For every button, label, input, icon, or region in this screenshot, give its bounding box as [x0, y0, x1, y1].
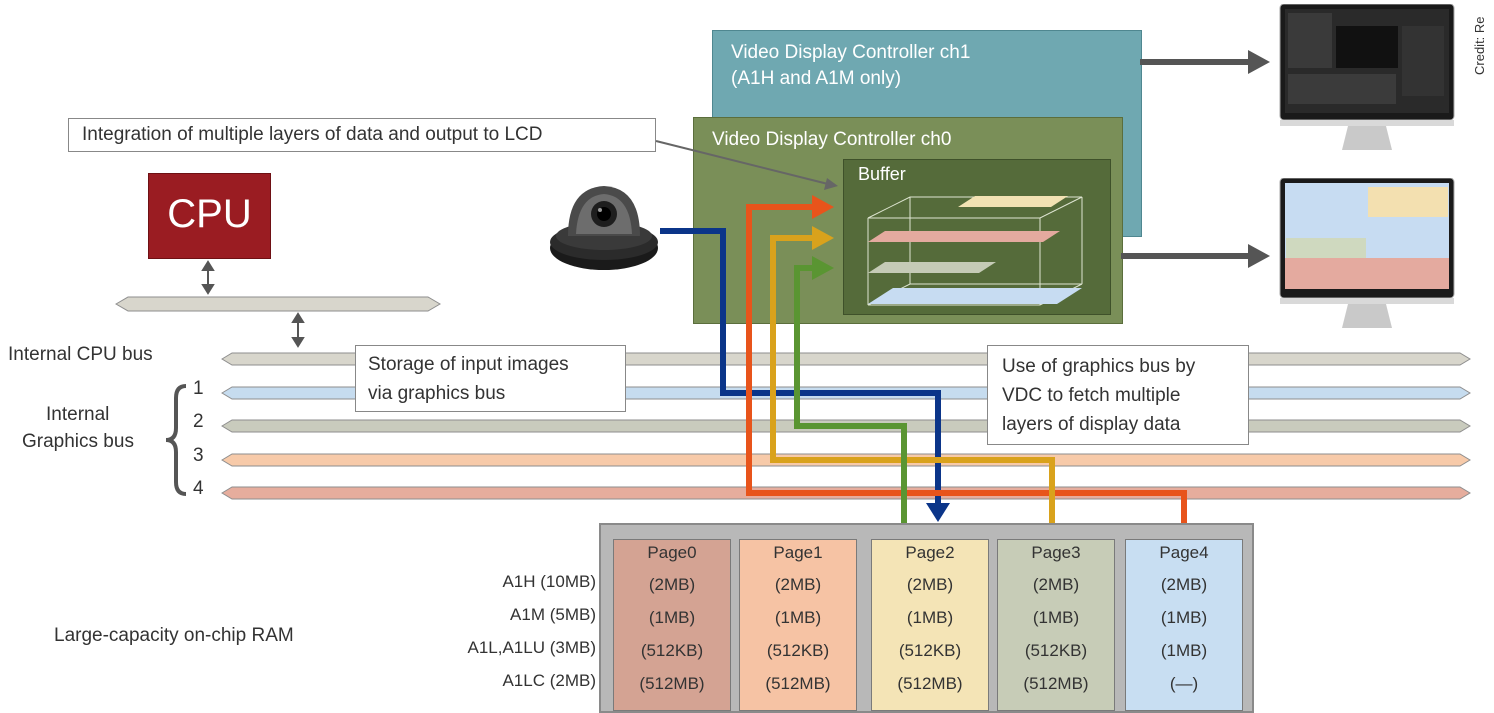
- page-name: Page4: [1159, 543, 1209, 562]
- page-cell: (2MB): [648, 575, 696, 594]
- page-cell: (512KB): [1024, 641, 1088, 660]
- page3-column: Page3 (2MB) (1MB) (512KB) (512MB): [997, 539, 1115, 711]
- page-cell: (2MB): [1032, 575, 1080, 594]
- bus-number-3: 3: [193, 445, 204, 466]
- cpu-bus-label: Internal CPU bus: [8, 344, 153, 365]
- buffer: Buffer: [843, 159, 1111, 315]
- page-name: Page0: [647, 543, 697, 562]
- cpu-local-bus: [115, 296, 441, 312]
- page2-column: Page2 (2MB) (1MB) (512KB) (512MB): [871, 539, 989, 711]
- page0-column: Page0 (2MB) (1MB) (512KB) (512MB): [613, 539, 731, 711]
- monitor-ch0-icon: [1279, 178, 1455, 328]
- page-cell: (512KB): [766, 641, 830, 660]
- page-cell: (2MB): [1160, 575, 1208, 594]
- graphics-bus-label-line1: Internal: [46, 404, 110, 425]
- page-cell: (1MB): [1160, 608, 1208, 627]
- on-chip-ram: Page0 (2MB) (1MB) (512KB) (512MB) Page1 …: [599, 523, 1254, 713]
- vdc-fetch-callout-line1: Use of graphics bus by: [1002, 356, 1196, 377]
- bus-number-1: 1: [193, 378, 204, 399]
- ram-row-a1h: A1H (10MB): [502, 572, 596, 591]
- page-cell: (1MB): [648, 608, 696, 627]
- cpu-label: CPU: [167, 192, 252, 236]
- image-credit: Credit: Re: [1468, 0, 1494, 80]
- buffer-title: Buffer: [858, 164, 906, 184]
- storage-callout-line1: Storage of input images: [368, 354, 569, 375]
- bus-number-2: 2: [193, 411, 204, 432]
- credit-text: Credit: Re: [1472, 16, 1487, 75]
- monitor-ch1-icon: [1279, 4, 1455, 150]
- vdc-ch1-subtitle: (A1H and A1M only): [731, 68, 902, 89]
- page-cell: (512MB): [765, 674, 831, 693]
- cpu-bus-arrow: [201, 260, 305, 348]
- page-cell: (2MB): [774, 575, 822, 594]
- page-cell: (1MB): [906, 608, 954, 627]
- vdc-fetch-callout-line3: layers of display data: [1002, 414, 1181, 435]
- storage-callout-line2: via graphics bus: [368, 383, 506, 404]
- page-cell: (1MB): [1032, 608, 1080, 627]
- page-cell: (2MB): [906, 575, 954, 594]
- ram-row-labels: A1H (10MB) A1M (5MB) A1L,A1LU (3MB) A1LC…: [390, 572, 597, 712]
- ram-label: Large-capacity on-chip RAM: [54, 625, 294, 646]
- cpu-block: CPU: [148, 173, 271, 259]
- page-cell: (512MB): [1023, 674, 1089, 693]
- page-cell: (512KB): [898, 641, 962, 660]
- page-cell: (512KB): [640, 641, 704, 660]
- page4-column: Page4 (2MB) (1MB) (1MB) (—): [1125, 539, 1243, 711]
- vdc-ch0-title: Video Display Controller ch0: [712, 129, 952, 150]
- graphics-bus-brace: [165, 384, 187, 496]
- graphics-bus-2: [221, 419, 1471, 433]
- page-name: Page1: [773, 543, 823, 562]
- storage-callout: Storage of input images via graphics bus: [355, 345, 626, 412]
- ram-row-a1m: A1M (5MB): [510, 605, 596, 624]
- vdc-ch1-title: Video Display Controller ch1: [731, 42, 971, 63]
- vdc-fetch-callout-line2: VDC to fetch multiple: [1002, 385, 1181, 406]
- page-name: Page2: [905, 543, 955, 562]
- graphics-bus-4: [221, 486, 1471, 500]
- page-cell: (512MB): [639, 674, 705, 693]
- page1-column: Page1 (2MB) (1MB) (512KB) (512MB): [739, 539, 857, 711]
- page-cell: (1MB): [1160, 641, 1208, 660]
- ram-row-a1lc: A1LC (2MB): [502, 671, 596, 690]
- page-cell: (1MB): [774, 608, 822, 627]
- bus-number-4: 4: [193, 478, 204, 499]
- page-cell: (512MB): [897, 674, 963, 693]
- graphics-bus-label-line2: Graphics bus: [22, 431, 134, 452]
- integration-callout: Integration of multiple layers of data a…: [68, 118, 656, 152]
- graphics-bus-3: [221, 453, 1471, 467]
- ram-row-a1l: A1L,A1LU (3MB): [467, 638, 597, 657]
- page-name: Page3: [1031, 543, 1081, 562]
- vdc-fetch-callout: Use of graphics bus by VDC to fetch mult…: [987, 345, 1249, 445]
- page-cell: (—): [1169, 674, 1199, 693]
- camera-icon: [550, 186, 658, 270]
